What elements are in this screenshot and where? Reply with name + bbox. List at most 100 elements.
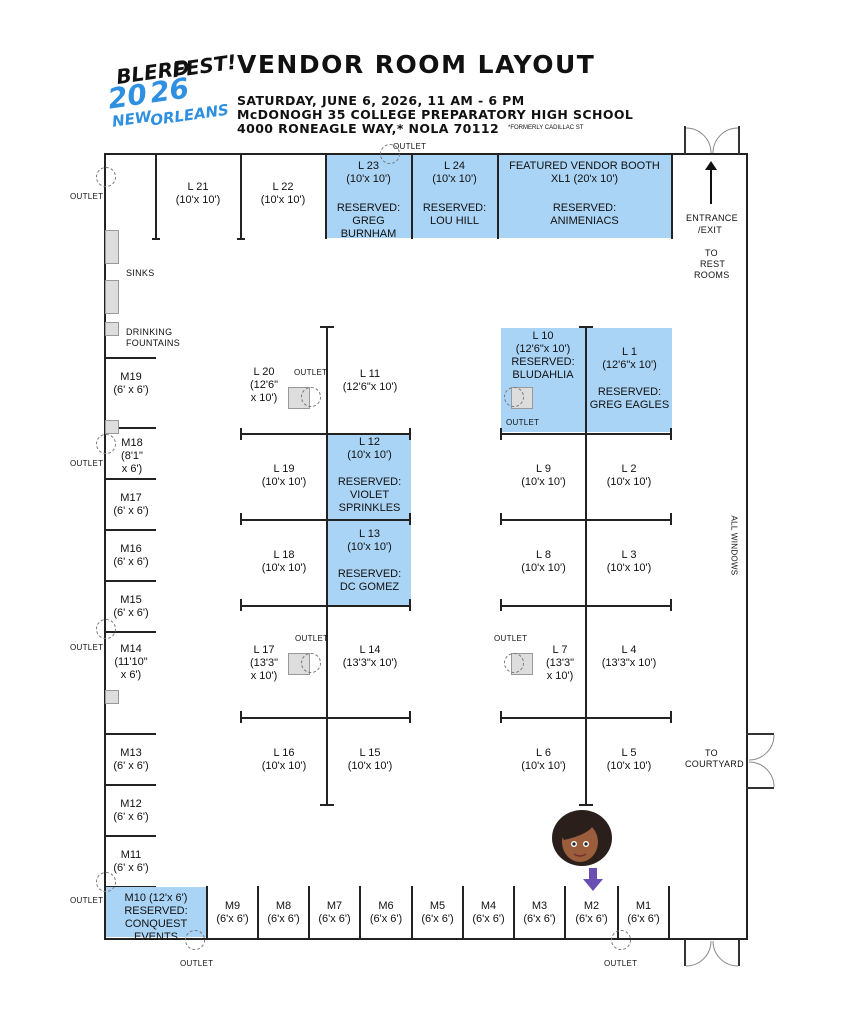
booth-M12[interactable]: M12 (6' x 6') — [106, 798, 156, 824]
booth-name: L 21 — [187, 181, 209, 193]
booth-name: L 4 — [621, 644, 637, 656]
booth-L24[interactable]: L 24 (10'x 10') RESERVED: LOU HILL — [412, 160, 497, 228]
booth-vendor: BLUDAHLIA — [512, 369, 574, 381]
booth-L18[interactable]: L 18 (10'x 10') — [242, 549, 326, 575]
logo-year-b: 26 — [147, 71, 192, 110]
booth-L6[interactable]: L 6 (10'x 10') — [502, 747, 585, 773]
booth-M11[interactable]: M11 (6' x 6') — [106, 849, 156, 875]
booth-L1[interactable]: L 1 (12'6"x 10') RESERVED: GREG EAGLES — [587, 346, 672, 412]
booth-L5[interactable]: L 5 (10'x 10') — [587, 747, 671, 773]
booth-L15[interactable]: L 15 (10'x 10') — [328, 747, 412, 773]
booth-name: M18 — [121, 437, 143, 449]
booth-name: FEATURED VENDOR BOOTH — [509, 160, 660, 172]
fountain-icon — [105, 690, 119, 704]
booth-vendor: VIOLET — [349, 489, 390, 501]
booth-size: (11'10" — [114, 656, 148, 668]
booth-M8[interactable]: M8 (6'x 6') — [259, 900, 308, 926]
courtyard-label: COURTYARD — [685, 759, 744, 769]
booth-M15[interactable]: M15 (6' x 6') — [106, 594, 156, 620]
booth-L12[interactable]: L 12 (10'x 10') RESERVED: VIOLET SPRINKL… — [328, 436, 411, 515]
booth-size: x 6') — [120, 669, 142, 681]
booth-size: (6'x 6') — [421, 913, 454, 925]
booth-name: L 12 — [358, 436, 380, 448]
page-title: VENDOR ROOM LAYOUT — [237, 50, 596, 79]
rooms-label: ROOMS — [694, 270, 730, 280]
booth-M4[interactable]: M4 (6'x 6') — [464, 900, 513, 926]
booth-name: M3 — [531, 900, 548, 912]
booth-size: (6'x 6') — [472, 913, 505, 925]
booth-M9[interactable]: M9 (6'x 6') — [208, 900, 257, 926]
outlet-icon — [301, 653, 321, 673]
booth-L17[interactable]: L 17 (13'3" x 10') — [242, 644, 286, 683]
booth-M10[interactable]: M10 (12'x 6') RESERVED: CONQUEST EVENTS — [106, 892, 206, 944]
booth-vendor: SPRINKLES — [338, 502, 401, 514]
booth-name: L 1 — [622, 346, 637, 358]
booth-L9[interactable]: L 9 (10'x 10') — [502, 463, 585, 489]
booth-M16[interactable]: M16 (6' x 6') — [106, 543, 156, 569]
event-venue: McDONOGH 35 COLLEGE PREPARATORY HIGH SCH… — [237, 107, 634, 122]
booth-M13[interactable]: M13 (6' x 6') — [106, 747, 156, 773]
booth-size: (6' x 6') — [113, 384, 149, 396]
booth-L8[interactable]: L 8 (10'x 10') — [502, 549, 585, 575]
booth-L22[interactable]: L 22 (10'x 10') — [242, 181, 324, 207]
fountain-icon — [105, 420, 119, 434]
booth-L4[interactable]: L 4 (13'3"x 10') — [587, 644, 671, 670]
outlet-icon — [611, 930, 631, 950]
outlet-icon — [504, 387, 524, 407]
booth-M5[interactable]: M5 (6'x 6') — [413, 900, 462, 926]
booth-reserved: RESERVED: — [597, 386, 662, 398]
booth-name: M10 (12'x 6') — [124, 892, 188, 904]
booth-size: XL1 (20'x 10') — [550, 173, 619, 185]
booth-M18[interactable]: M18 (8'1" x 6') — [108, 437, 156, 476]
outlet-label: OUTLET — [506, 418, 540, 427]
booth-L10[interactable]: L 10 (12'6"x 10') RESERVED: BLUDAHLIA — [501, 330, 585, 382]
booth-name: M17 — [120, 492, 142, 504]
outlet-label: OUTLET — [604, 959, 638, 968]
booth-L19[interactable]: L 19 (10'x 10') — [242, 463, 326, 489]
booth-L21[interactable]: L 21 (10'x 10') — [157, 181, 239, 207]
booth-name: M4 — [480, 900, 497, 912]
booth-name: L 24 — [443, 160, 465, 172]
outlet-icon — [185, 930, 205, 950]
booth-M14[interactable]: M14 (11'10" x 6') — [106, 643, 156, 682]
booth-size: (10'x 10') — [606, 760, 652, 772]
booth-M1[interactable]: M1 (6'x 6') — [619, 900, 668, 926]
booth-L20[interactable]: L 20 (12'6" x 10') — [242, 366, 286, 405]
booth-XL1[interactable]: FEATURED VENDOR BOOTH XL1 (20'x 10') RES… — [498, 160, 671, 228]
booth-name: L 15 — [359, 747, 381, 759]
booth-size: (10'x 10') — [346, 173, 391, 185]
booth-L13[interactable]: L 13 (10'x 10') RESERVED: DC GOMEZ — [328, 528, 411, 594]
booth-size: (10'x 10') — [521, 760, 566, 772]
booth-L3[interactable]: L 3 (10'x 10') — [587, 549, 671, 575]
to-label: TO — [705, 248, 718, 258]
booth-reserved: RESERVED: — [511, 356, 575, 368]
booth-M2[interactable]: M2 (6'x 6') — [566, 900, 617, 926]
booth-L7[interactable]: L 7 (13'3" x 10') — [538, 644, 582, 683]
booth-M3[interactable]: M3 (6'x 6') — [515, 900, 564, 926]
sink-icon — [105, 230, 119, 264]
booth-size: (12'6"x 10') — [342, 381, 398, 393]
booth-size: x 10') — [250, 392, 278, 404]
booth-L16[interactable]: L 16 (10'x 10') — [242, 747, 326, 773]
booth-L11[interactable]: L 11 (12'6"x 10') — [328, 368, 412, 394]
outlet-icon — [96, 167, 116, 187]
booth-size: (12'6"x 10') — [602, 359, 657, 371]
booth-L23[interactable]: L 23 (10'x 10') RESERVED: GREG BURNHAM — [326, 160, 411, 241]
outlet-label: OUTLET — [294, 368, 328, 377]
booth-name: M13 — [120, 747, 142, 759]
booth-L14[interactable]: L 14 (13'3"x 10') — [328, 644, 412, 670]
booth-M17[interactable]: M17 (6' x 6') — [106, 492, 156, 518]
booth-M6[interactable]: M6 (6'x 6') — [361, 900, 411, 926]
booth-name: M12 — [120, 798, 142, 810]
booth-L2[interactable]: L 2 (10'x 10') — [587, 463, 671, 489]
booth-vendor: LOU HILL — [430, 215, 479, 227]
drinking-label: DRINKING — [126, 327, 173, 337]
booth-M7[interactable]: M7 (6'x 6') — [310, 900, 359, 926]
booth-name: L 9 — [536, 463, 551, 475]
outlet-label: OUTLET — [70, 459, 104, 468]
booth-name: M7 — [326, 900, 343, 912]
entrance-label: ENTRANCE — [686, 213, 738, 223]
booth-M19[interactable]: M19 (6' x 6') — [106, 371, 156, 397]
event-date: SATURDAY, JUNE 6, 2026, 11 AM - 6 PM — [237, 93, 525, 108]
booth-reserved: RESERVED: — [422, 202, 487, 214]
